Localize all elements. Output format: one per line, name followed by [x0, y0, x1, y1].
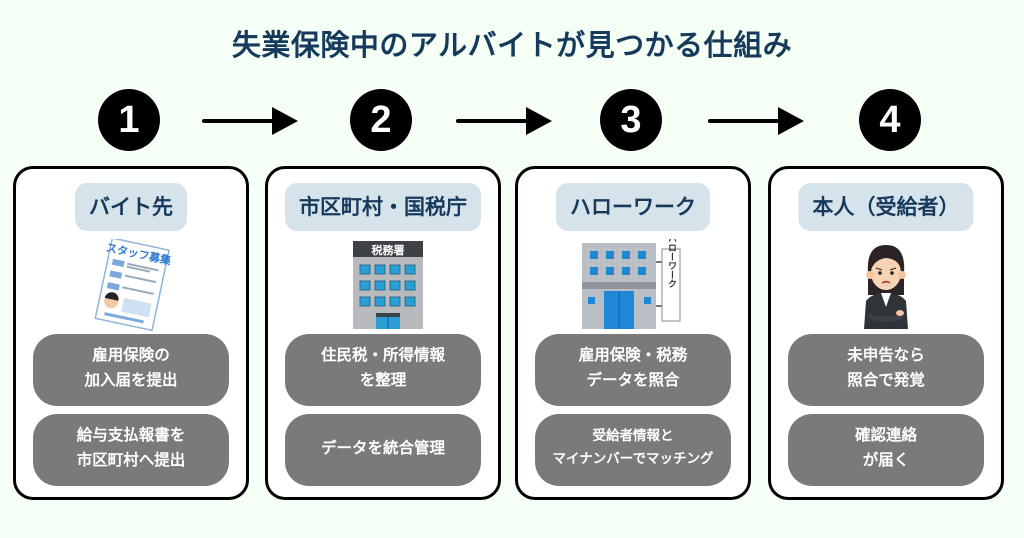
- card-label: 市区町村・国税庁: [285, 183, 481, 231]
- step-card-employer: バイト先 スタッフ募集 雇用保険の 加入届を提出 給与支払報書を 市区町村へ提出: [13, 166, 249, 500]
- card-label: ハローワーク: [556, 183, 710, 231]
- right-arrow-icon: [708, 107, 804, 135]
- hello-work-building-icon: ハローワーク: [582, 239, 681, 329]
- building-sign: ハローワーク: [666, 239, 677, 288]
- action-pill: 受給者情報と マイナンバーでマッチング: [535, 414, 731, 486]
- right-arrow-icon: [456, 107, 552, 135]
- step-card-hello-work: ハローワーク ハローワーク 雇用保険・税務 データを照合 受給者情報と マイナン…: [515, 166, 751, 500]
- action-pill: 給与支払報書を 市区町村へ提出: [33, 414, 229, 486]
- step-card-municipality-tax: 市区町村・国税庁 税務署 住民税・所得情報 を整理 データを統合管理: [265, 166, 501, 500]
- action-pill: 未申告なら 照合で発覚: [788, 334, 984, 406]
- action-pill: 確認連絡 が届く: [788, 414, 984, 486]
- card-label: バイト先: [75, 183, 187, 231]
- step-number-4: 4: [859, 89, 921, 151]
- job-posting-flyer-icon: スタッフ募集: [94, 239, 173, 331]
- right-arrow-icon: [202, 107, 298, 135]
- step-number-1: 1: [98, 89, 160, 151]
- action-pill: データを統合管理: [285, 414, 481, 486]
- action-pill: 雇用保険・税務 データを照合: [535, 334, 731, 406]
- action-pill: 住民税・所得情報 を整理: [285, 334, 481, 406]
- step-card-recipient: 本人（受給者） 未申告なら 照合で発覚 確認連絡 が届く: [768, 166, 1004, 500]
- action-pill: 雇用保険の 加入届を提出: [33, 334, 229, 406]
- page-title: 失業保険中のアルバイトが見つかる仕組み: [231, 28, 793, 62]
- worried-woman-icon: [864, 245, 908, 329]
- card-label: 本人（受給者）: [798, 183, 974, 231]
- step-number-2: 2: [350, 89, 412, 151]
- step-number-3: 3: [600, 89, 662, 151]
- building-sign: 税務署: [372, 243, 405, 257]
- tax-office-building-icon: 税務署: [353, 241, 423, 329]
